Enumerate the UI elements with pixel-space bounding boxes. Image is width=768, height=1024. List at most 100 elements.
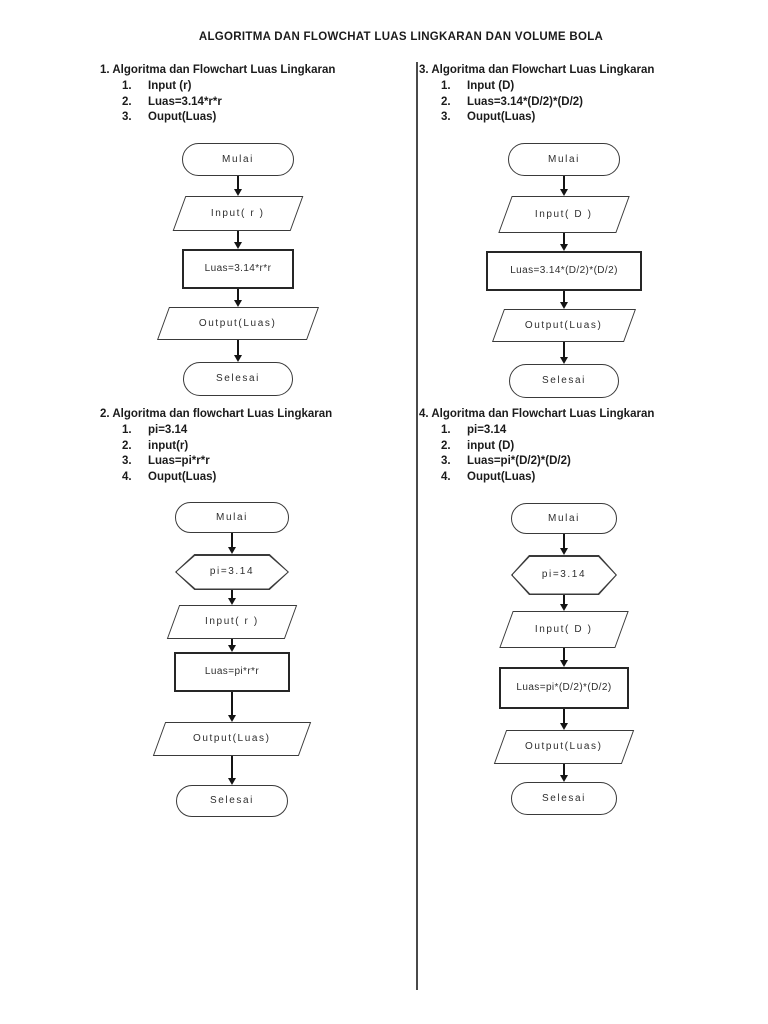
- flowchart-start-node: Mulai: [511, 503, 617, 534]
- arrow-line: [563, 764, 565, 775]
- arrow-line: [237, 176, 239, 189]
- arrow-line: [231, 533, 233, 547]
- arrow-line: [563, 291, 565, 302]
- list-item: 4. Ouput(Luas): [122, 470, 405, 486]
- flow-arrow: [560, 176, 568, 196]
- step-text: Luas=3.14*r*r: [148, 95, 222, 108]
- flow-arrow: [560, 764, 568, 782]
- arrow-head-icon: [560, 660, 568, 667]
- flow-arrow: [234, 340, 242, 362]
- step-number: 3.: [122, 455, 132, 467]
- arrow-head-icon: [234, 242, 242, 249]
- node-label: Mulai: [548, 512, 580, 524]
- arrow-head-icon: [560, 244, 568, 251]
- list-item: 2. Luas=3.14*r*r: [122, 95, 405, 111]
- flowchart-start-node: Mulai: [182, 143, 294, 176]
- list-item: 1.pi=3.14: [441, 423, 724, 439]
- flow-arrow: [234, 176, 242, 196]
- node-label: Selesai: [542, 792, 586, 804]
- arrow-line: [231, 639, 233, 645]
- flowchart-3: Mulai Input( D ) Luas=3.14*(D/2)*(D/2) O…: [464, 143, 664, 398]
- flowchart-input-node: Input( r ): [166, 605, 298, 639]
- node-label: Output(Luas): [199, 317, 277, 329]
- node-label: pi=3.14: [541, 569, 587, 580]
- step-number: 1.: [441, 424, 451, 436]
- arrow-line: [563, 233, 565, 244]
- flow-arrow: [234, 231, 242, 249]
- step-text: Luas=pi*(D/2)*(D/2): [467, 455, 571, 467]
- step-text: Input (D): [467, 80, 515, 92]
- flowchart-output-node: Output(Luas): [491, 309, 637, 342]
- step-number: 2.: [122, 95, 132, 108]
- flowchart-input-node: Input( D ): [499, 611, 629, 648]
- arrow-line: [237, 289, 239, 300]
- node-label: Mulai: [216, 511, 248, 523]
- flowchart-end-node: Selesai: [511, 782, 617, 815]
- column-divider: [416, 62, 418, 990]
- node-label: Input( D ): [535, 208, 593, 220]
- step-number: 1.: [122, 424, 132, 436]
- flowchart-output-node: Output(Luas): [493, 730, 635, 764]
- arrow-line: [237, 340, 239, 355]
- flow-arrow: [228, 692, 236, 722]
- arrow-head-icon: [234, 189, 242, 196]
- list-item: 2.input(r): [122, 439, 405, 455]
- step-text: Ouput(Luas): [467, 111, 536, 123]
- node-label: Input( D ): [535, 623, 593, 635]
- list-item: 3. Luas=pi*r*r: [122, 454, 405, 470]
- list-item: 2.Luas=3.14*(D/2)*(D/2): [441, 95, 724, 111]
- arrow-head-icon: [560, 302, 568, 309]
- flow-arrow: [228, 533, 236, 554]
- flowchart-end-node: Selesai: [509, 364, 619, 398]
- flowchart-process-node: Luas=3.14*r*r: [182, 249, 294, 289]
- step-number: 2.: [441, 439, 451, 452]
- step-text: Ouput(Luas): [148, 470, 217, 483]
- flowchart-output-node: Output(Luas): [152, 722, 312, 756]
- flowchart-2: Mulai pi=3.14 Input( r ) Luas=pi*r*r Out…: [132, 502, 332, 817]
- arrow-line: [563, 709, 565, 723]
- node-label: Luas=3.14*(D/2)*(D/2): [510, 265, 618, 276]
- algorithm-steps: 1.pi=3.14 2.input(r) 3.Luas=pi*r*r 4.Oup…: [122, 423, 405, 485]
- arrow-head-icon: [228, 547, 236, 554]
- arrow-head-icon: [228, 645, 236, 652]
- list-item: 1.Input (r): [122, 79, 405, 95]
- step-number: 3.: [441, 455, 451, 467]
- step-number: 4.: [122, 470, 132, 483]
- flow-arrow: [560, 233, 568, 251]
- step-text: Luas=pi*r*r: [148, 455, 210, 467]
- list-item: 4.Ouput(Luas): [441, 470, 724, 486]
- section-heading: 3. Algoritma dan Flowchart Luas Lingkara…: [419, 64, 655, 76]
- flowchart-input-node: Input( r ): [172, 196, 304, 231]
- flow-arrow: [228, 639, 236, 652]
- node-label: Input( r ): [205, 616, 259, 627]
- arrow-head-icon: [560, 723, 568, 730]
- flowchart-process-node: Luas=pi*r*r: [174, 652, 290, 692]
- section-heading: 2. Algoritma dan flowchart Luas Lingkara…: [100, 408, 333, 420]
- arrow-head-icon: [228, 715, 236, 722]
- node-label: Luas=pi*r*r: [204, 666, 260, 677]
- hexagon-fill: [176, 555, 288, 589]
- arrow-line: [563, 534, 565, 548]
- node-label: Mulai: [548, 153, 580, 165]
- arrow-head-icon: [228, 778, 236, 785]
- flow-arrow: [560, 342, 568, 364]
- algorithm-steps: 1.pi=3.14 2.input (D) 3. Luas=pi*(D/2)*(D…: [441, 423, 724, 485]
- node-label: Output(Luas): [525, 319, 603, 331]
- node-label: Selesai: [210, 795, 254, 806]
- flowchart-prep-node: pi=3.14: [511, 555, 617, 595]
- arrow-head-icon: [560, 357, 568, 364]
- section-4-text: 4. Algoritma dan Flowchart Luas Lingkara…: [419, 408, 724, 485]
- list-item: 2.input (D): [441, 439, 724, 455]
- arrow-line: [231, 590, 233, 598]
- node-label: Luas=pi*(D/2)*(D/2): [516, 682, 612, 693]
- arrow-head-icon: [560, 775, 568, 782]
- step-text: Ouput(Luas): [148, 111, 217, 123]
- arrow-head-icon: [560, 548, 568, 555]
- flow-arrow: [234, 289, 242, 307]
- arrow-line: [563, 595, 565, 604]
- step-number: 3.: [441, 111, 451, 123]
- flowchart-end-node: Selesai: [183, 362, 293, 396]
- arrow-line: [237, 231, 239, 242]
- arrow-line: [563, 342, 565, 357]
